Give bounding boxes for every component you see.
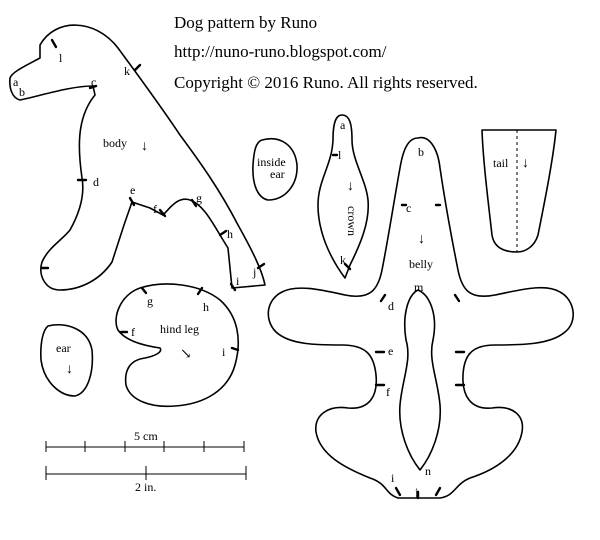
notch-h	[218, 229, 228, 237]
belly-marker-i: i	[391, 471, 395, 485]
marker-f: f	[153, 202, 157, 216]
hind-notch-g	[140, 286, 148, 295]
pattern-title: Dog pattern by Runo	[174, 13, 317, 32]
belly-marker-f: f	[386, 385, 390, 399]
tail-outline	[481, 129, 557, 253]
pattern-copyright: Copyright © 2016 Runo. All rights reserv…	[174, 73, 478, 92]
belly-marker-e: e	[388, 344, 393, 358]
belly-notch-d2	[453, 293, 461, 303]
marker-c: c	[91, 75, 96, 89]
scale-cm: 5 cm	[45, 429, 245, 452]
ear-grain-arrow-icon: ↓	[66, 362, 73, 377]
scale-in: 2 in.	[45, 466, 247, 494]
notch-l	[50, 38, 58, 49]
ear-piece: ear ↓	[40, 324, 94, 397]
belly-label: belly	[409, 257, 433, 271]
inside-ear-label-1: inside	[257, 155, 286, 169]
marker-l: l	[59, 51, 63, 65]
inside-ear-outline	[252, 138, 298, 201]
hind-notch-i	[230, 346, 240, 352]
body-piece: l k c a b d e f g h i j body ↓	[9, 24, 266, 292]
inside-ear-label-2: ear	[270, 167, 285, 181]
crown-marker-a: a	[340, 118, 346, 132]
crown-outline	[317, 114, 370, 279]
belly-outline	[267, 136, 574, 499]
body-grain-arrow-icon: ↓	[141, 139, 148, 154]
belly-notch-i2	[434, 486, 442, 497]
crown-marker-l: l	[338, 148, 342, 162]
marker-e: e	[130, 183, 135, 197]
marker-j: j	[252, 265, 256, 279]
marker-h: h	[227, 227, 233, 241]
tail-grain-arrow-icon: ↓	[522, 156, 529, 171]
hind-leg-outline	[115, 283, 240, 408]
crown-grain-arrow-icon: ↓	[347, 179, 354, 194]
inside-ear-piece: inside ear	[252, 138, 298, 201]
marker-a: a	[13, 75, 19, 89]
body-label: body	[103, 136, 127, 150]
belly-grain-arrow-icon: ↓	[418, 232, 425, 247]
marker-i: i	[236, 274, 240, 288]
belly-marker-m: m	[414, 280, 424, 294]
hind-notch-h	[196, 286, 204, 296]
marker-g: g	[196, 191, 202, 205]
belly-marker-n: n	[425, 464, 431, 478]
belly-notch-i	[394, 486, 402, 497]
crown-notch-k	[343, 262, 352, 271]
notch-e	[128, 196, 136, 207]
body-outline	[9, 24, 266, 291]
belly-marker-b: b	[418, 145, 424, 159]
ear-outline	[40, 324, 94, 397]
notch-i	[229, 282, 237, 292]
crown-piece: a l k ↓ crown	[317, 114, 370, 279]
crown-marker-k: k	[340, 253, 346, 267]
marker-k: k	[124, 64, 130, 78]
belly-marker-c: c	[406, 201, 411, 215]
tail-piece: tail ↓	[481, 129, 557, 253]
ear-label: ear	[56, 341, 71, 355]
notch-g	[190, 198, 198, 208]
belly-piece: b c m d e f i n j ↓ belly	[267, 136, 574, 500]
scale-cm-label: 5 cm	[134, 429, 158, 443]
belly-marker-j: j	[414, 485, 418, 499]
crown-label: crown	[345, 206, 359, 236]
hind-leg-label: hind leg	[160, 322, 199, 336]
marker-d: d	[93, 175, 99, 189]
notch-c	[88, 84, 98, 90]
hind-leg-piece: g h f i hind leg ↘	[115, 283, 240, 408]
notch-k	[133, 63, 142, 72]
hind-marker-f: f	[131, 325, 135, 339]
hind-marker-i: i	[222, 345, 226, 359]
notch-f	[158, 208, 167, 218]
tail-label: tail	[493, 156, 509, 170]
belly-notch-d	[379, 293, 387, 303]
pattern-url: http://nuno-runo.blogspot.com/	[174, 42, 387, 61]
belly-marker-d: d	[388, 299, 394, 313]
hind-leg-grain-arrow-icon: ↘	[180, 347, 192, 362]
hind-marker-g: g	[147, 294, 153, 308]
hind-marker-h: h	[203, 300, 209, 314]
scale-in-label: 2 in.	[135, 480, 156, 494]
marker-b: b	[19, 85, 25, 99]
belly-inner-outline	[398, 289, 442, 471]
notch-j	[256, 262, 266, 270]
